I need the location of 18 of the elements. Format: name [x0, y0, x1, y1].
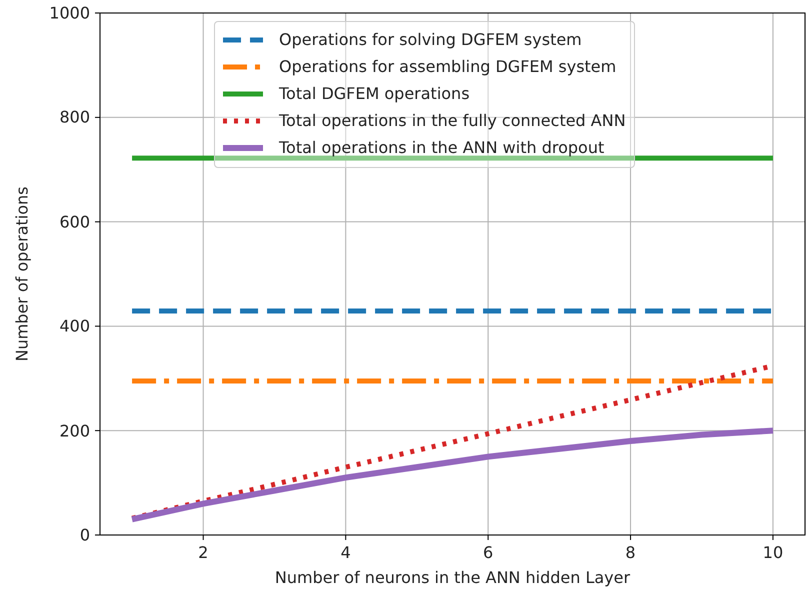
axis-title: Number of operations: [12, 186, 32, 362]
tick-label: 0: [80, 526, 90, 544]
tick-label: 10: [762, 543, 784, 562]
legend-label: Total operations in the fully connected ANN: [279, 111, 626, 130]
legend-label: Operations for solving DGFEM system: [279, 30, 582, 49]
tick-label: 8: [625, 543, 636, 562]
tick-label: 1000: [49, 4, 90, 22]
tick-label: 800: [59, 108, 90, 127]
legend-label: Total operations in the ANN with dropout: [279, 138, 604, 157]
tick-label: 6: [483, 543, 494, 562]
legend-label: Total DGFEM operations: [279, 84, 470, 103]
legend-label: Operations for assembling DGFEM system: [279, 57, 616, 76]
tick-label: 400: [59, 316, 90, 336]
axis-title: Number of neurons in the ANN hidden Layer: [274, 568, 630, 587]
tick-label: 600: [59, 212, 90, 232]
tick-label: 2: [198, 543, 208, 562]
tick-label: 200: [59, 421, 90, 440]
tick-label: 4: [340, 543, 351, 562]
